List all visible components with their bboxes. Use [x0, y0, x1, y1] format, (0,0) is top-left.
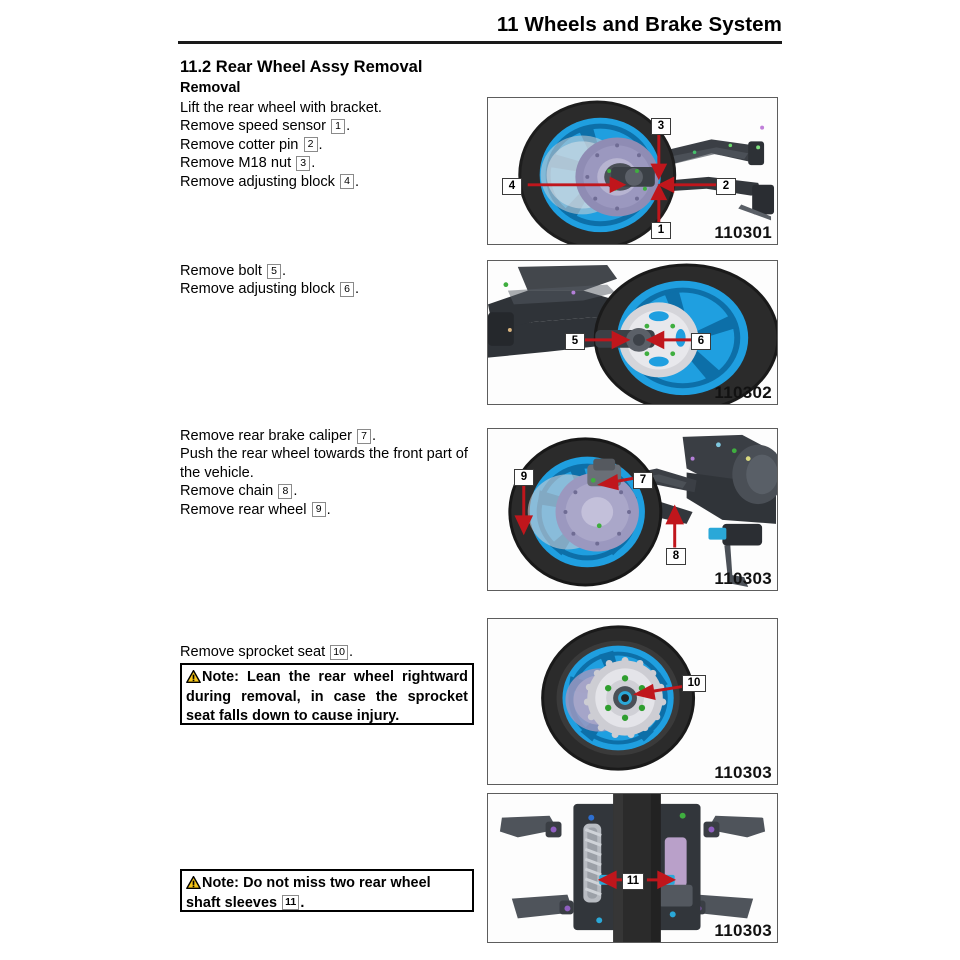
figure-callout-tag: 11 — [622, 873, 644, 890]
callout-ref: 5 — [267, 263, 281, 279]
note-text-sleeves: Note: Do not miss two rear wheel shaft s… — [186, 875, 431, 911]
section-heading: 11.2 Rear Wheel Assy Removal — [180, 58, 423, 76]
callout-ref: 6 — [340, 281, 354, 297]
warning-triangle-icon — [186, 875, 201, 890]
instruction-line: Remove bolt 5. — [180, 263, 287, 279]
figure-callout-tag: 9 — [514, 469, 534, 486]
figure-callout-tag: 1 — [651, 222, 671, 239]
instruction-line: Remove rear wheel 9. — [180, 501, 331, 518]
callout-ref: 3 — [296, 155, 311, 171]
callout-ref: 1 — [331, 118, 346, 134]
instruction-line: Remove adjusting block 6. — [180, 281, 360, 298]
figure-callout-tag: 7 — [633, 472, 653, 489]
instruction-block-4: Remove sprocket seat 10. — [180, 643, 480, 661]
figure-panel-3: 7 9 8 110303 — [487, 428, 778, 591]
instruction-block-2: Remove bolt 5. Remove adjusting block 6. — [180, 262, 480, 299]
figure-panel-1: 3 2 4 1 110301 — [487, 97, 778, 245]
callout-ref: 7 — [357, 428, 372, 444]
instruction-block-1: Lift the rear wheel with bracket. Remove… — [180, 99, 480, 191]
figure-1-illustration — [488, 98, 777, 244]
subsection-heading: Removal — [180, 80, 241, 96]
figure-4-illustration — [488, 619, 777, 784]
figure-3-illustration — [488, 429, 777, 590]
figure-callout-tag: 2 — [716, 178, 736, 195]
instruction-line: Remove adjusting block 4. — [180, 173, 360, 190]
instruction-line: Remove rear brake caliper 7. — [180, 428, 377, 444]
page-header: 11 Wheels and Brake System — [178, 14, 782, 36]
instruction-line: Lift the rear wheel with bracket. — [180, 100, 382, 116]
callout-ref: 11 — [282, 895, 300, 910]
page-title: 11 Wheels and Brake System — [496, 13, 782, 36]
instruction-line: Remove sprocket seat 10. — [180, 644, 354, 660]
figure-code: 110303 — [714, 921, 772, 940]
figure-code: 110302 — [714, 383, 772, 402]
figure-panel-5: 11 110303 — [487, 793, 778, 943]
instruction-block-3: Remove rear brake caliper 7. Push the re… — [180, 427, 480, 519]
callout-ref: 9 — [311, 502, 326, 518]
figure-panel-2: 5 6 110302 — [487, 260, 778, 405]
figure-panel-4: 10 110303 — [487, 618, 778, 785]
figure-callout-tag: 5 — [565, 333, 585, 350]
instruction-line: Push the rear wheel towards the front pa… — [180, 446, 468, 481]
callout-ref: 4 — [340, 174, 354, 190]
instruction-line: Remove M18 nut 3. — [180, 155, 316, 172]
figure-callout-tag: 10 — [682, 675, 706, 692]
figure-code: 110303 — [714, 569, 772, 588]
figure-callout-tag: 3 — [651, 118, 671, 135]
warning-triangle-icon — [186, 669, 201, 684]
callout-ref: 8 — [278, 483, 293, 499]
callout-ref: 10 — [330, 644, 348, 660]
instruction-line: Remove speed sensor 1. — [180, 118, 351, 135]
figure-callout-tag: 6 — [691, 333, 711, 350]
header-divider — [178, 41, 782, 44]
note-box-sleeves: Note: Do not miss two rear wheel shaft s… — [180, 869, 474, 912]
instruction-line: Remove cotter pin 2. — [180, 136, 323, 153]
figure-5-illustration — [488, 794, 777, 942]
note-box-sprocket: Note: Lean the rear wheel rightward duri… — [180, 663, 474, 725]
figure-2-illustration — [488, 261, 777, 404]
instruction-line: Remove chain 8. — [180, 483, 298, 500]
figure-callout-tag: 4 — [502, 178, 522, 195]
figure-code: 110301 — [714, 223, 772, 242]
note-text-sprocket: Note: Lean the rear wheel rightward duri… — [186, 669, 468, 724]
figure-callout-tag: 8 — [666, 548, 686, 565]
callout-ref: 2 — [303, 137, 318, 153]
figure-code: 110303 — [714, 763, 772, 782]
